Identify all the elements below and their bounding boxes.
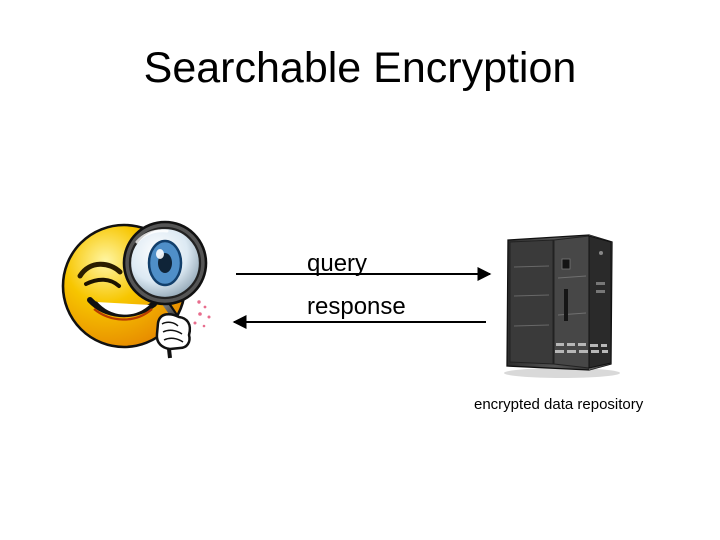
query-label: query bbox=[307, 250, 368, 277]
response-label: response bbox=[307, 293, 406, 320]
server-cabinet-icon bbox=[504, 234, 620, 378]
magnifier-smiley-icon bbox=[61, 220, 211, 359]
slide-title: Searchable Encryption bbox=[143, 44, 577, 92]
encrypted-data-repository-label: encrypted data repository bbox=[474, 396, 644, 413]
